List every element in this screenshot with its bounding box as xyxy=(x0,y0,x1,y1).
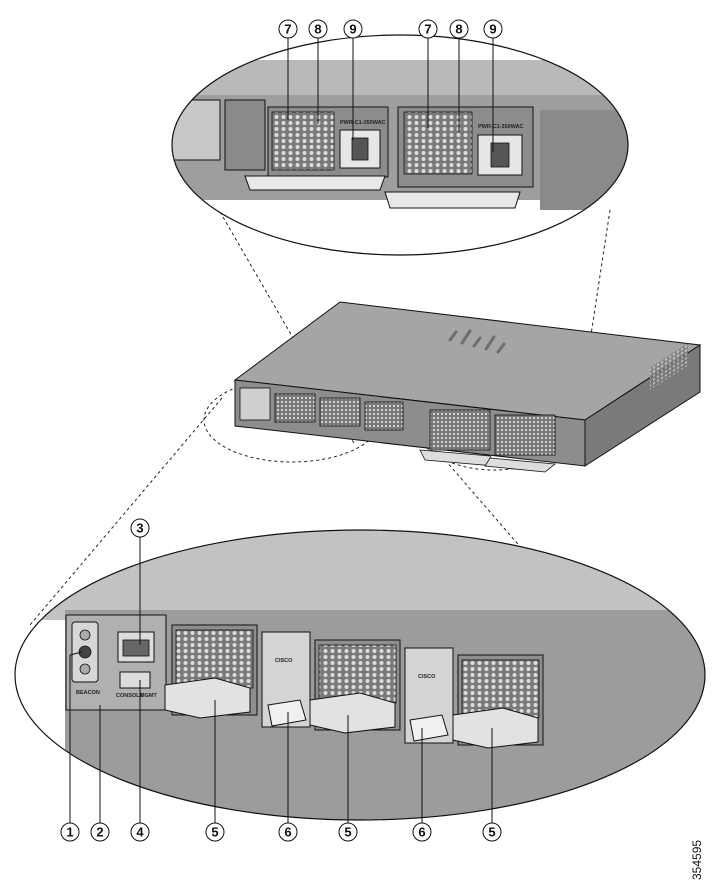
callout-5a: 5 xyxy=(205,822,225,842)
top-zoom-detail: PWR-C1-350WAC PWR-C1-350WAC xyxy=(171,34,629,256)
figure-id-text: 354595 xyxy=(690,839,704,880)
svg-text:3: 3 xyxy=(136,521,143,536)
power-supply-bay-1 xyxy=(164,624,258,719)
fan-1-cisco-logo: CISCO xyxy=(275,658,293,664)
svg-text:5: 5 xyxy=(488,825,495,840)
fan-module-2: CISCO xyxy=(404,647,454,744)
svg-text:9: 9 xyxy=(489,22,496,37)
svg-text:4: 4 xyxy=(136,825,144,840)
callout-8b: 8 xyxy=(449,19,469,39)
callout-1: 1 xyxy=(60,822,80,842)
svg-text:9: 9 xyxy=(349,22,356,37)
svg-text:1: 1 xyxy=(66,825,73,840)
callout-5c: 5 xyxy=(482,822,502,842)
bottom-callout-leaders xyxy=(69,537,493,823)
top-cisco-logo xyxy=(448,329,506,354)
svg-text:6: 6 xyxy=(284,825,291,840)
svg-text:7: 7 xyxy=(284,22,291,37)
callout-7a: 7 xyxy=(278,19,298,39)
power-supply-2: PWR-C1-350WAC xyxy=(384,106,534,209)
power-supply-bay-2 xyxy=(309,639,401,734)
svg-text:8: 8 xyxy=(455,22,462,37)
svg-text:5: 5 xyxy=(344,825,351,840)
callout-6b: 6 xyxy=(412,822,432,842)
callout-4: 4 xyxy=(130,822,150,842)
fan-module-1: CISCO xyxy=(261,631,311,728)
callout-7b: 7 xyxy=(418,19,438,39)
svg-text:6: 6 xyxy=(418,825,425,840)
svg-text:7: 7 xyxy=(424,22,431,37)
svg-text:8: 8 xyxy=(314,22,321,37)
beacon-label: BEACON xyxy=(76,690,100,696)
fan-2-cisco-logo: CISCO xyxy=(418,674,436,680)
svg-text:2: 2 xyxy=(96,825,103,840)
callout-9b: 9 xyxy=(483,19,503,39)
svg-text:5: 5 xyxy=(211,825,218,840)
callout-3: 3 xyxy=(130,518,150,538)
console-label: CONSOLE xyxy=(116,693,144,699)
bottom-zoom-detail: BEACON CONSOLE MGMT CISCO xyxy=(14,529,706,821)
callout-9a: 9 xyxy=(343,19,363,39)
power-supply-bay-3 xyxy=(452,654,544,749)
figure-id: 354595 xyxy=(690,790,710,880)
callout-2: 2 xyxy=(90,822,110,842)
psu-1-model-label: PWR-C1-350WAC xyxy=(340,120,386,126)
switch-overview xyxy=(233,301,702,473)
callout-8a: 8 xyxy=(308,19,328,39)
psu-2-model-label: PWR-C1-350WAC xyxy=(478,124,524,130)
mgmt-label: MGMT xyxy=(140,693,157,699)
callout-5b: 5 xyxy=(338,822,358,842)
top-callout-leaders xyxy=(287,37,494,152)
port-panel: BEACON CONSOLE MGMT xyxy=(65,614,167,711)
callout-6a: 6 xyxy=(278,822,298,842)
